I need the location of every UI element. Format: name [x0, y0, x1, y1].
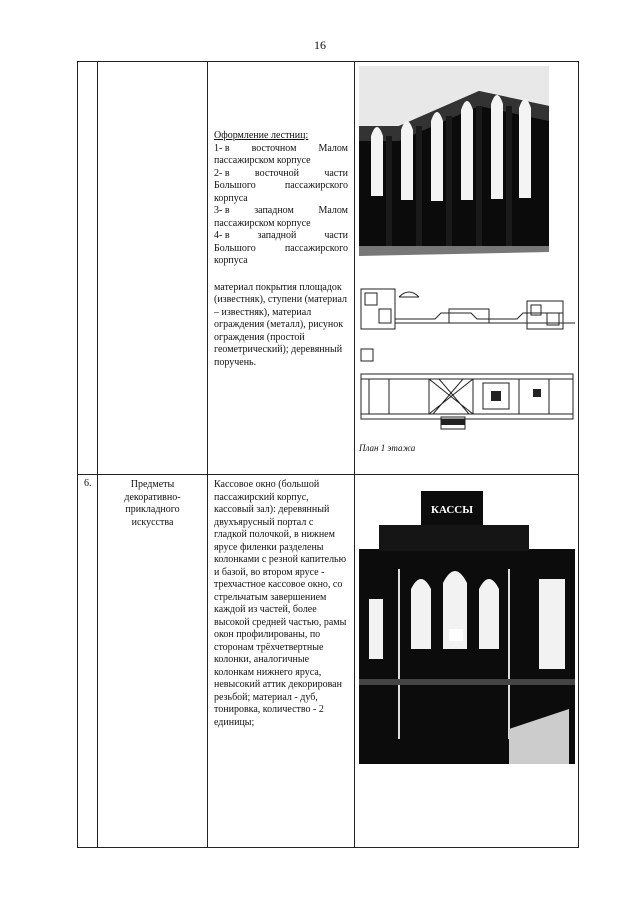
- stair-line-word: Малом: [318, 142, 348, 154]
- row-number: 6.: [77, 474, 98, 848]
- plan-caption: План 1 этажа: [359, 443, 416, 453]
- stair-line-word: пассажирском корпусе: [214, 155, 311, 166]
- stair-line: пассажирском корпусе: [214, 155, 348, 168]
- stair-line: корпуса: [214, 193, 348, 206]
- image-cell: КАССЫ: [354, 474, 579, 848]
- staircase-photo: [359, 66, 549, 271]
- stair-line-word: части: [324, 167, 348, 179]
- ticket-window-photo: КАССЫ: [359, 479, 575, 764]
- stair-line: пассажирском корпусе: [214, 218, 348, 231]
- floor-plan-drawing: [360, 288, 575, 430]
- stair-line-word: 3- в: [214, 205, 230, 216]
- object-description: Кассовое окно (большой пассажирский корп…: [207, 474, 355, 848]
- image-cell: План 1 этажа: [354, 61, 579, 475]
- stair-line-word: восточной: [254, 167, 299, 179]
- stair-line-word: корпуса: [214, 255, 248, 266]
- stair-line-word: 4- в: [214, 230, 230, 241]
- stair-line: корпуса: [214, 255, 348, 268]
- stair-line: 2- в восточной части: [214, 168, 348, 181]
- materials-text: материал покрытия площадок (известняк), …: [214, 281, 348, 368]
- row-category: [97, 61, 208, 475]
- table-row: 6. Предметы декоративно-прикладного иску…: [77, 474, 579, 848]
- stair-line: 3- в западном Малом: [214, 205, 348, 218]
- page-number: 16: [314, 38, 326, 52]
- stair-line-word: корпуса: [214, 192, 248, 204]
- stair-title: Оформление лестниц:: [214, 130, 309, 141]
- stair-line: Большого пассажирского: [214, 180, 348, 193]
- stair-line-word: западной: [257, 230, 297, 241]
- stair-line-word: Большого: [214, 180, 256, 191]
- stair-line-word: Малом: [318, 205, 348, 216]
- stair-line-word: пассажирского: [284, 242, 348, 254]
- stair-line: 1- в восточном Малом: [214, 143, 348, 156]
- stair-line-word: западном: [254, 205, 294, 216]
- stair-line-word: пассажирского: [284, 180, 348, 191]
- stair-line-word: 1- в: [214, 142, 230, 154]
- stair-line-word: восточном: [251, 142, 297, 154]
- stair-line-word: части: [324, 230, 348, 241]
- stair-line: Большого пассажирского: [214, 243, 348, 256]
- stair-line-word: пассажирском корпусе: [214, 217, 311, 229]
- ticket-sign: КАССЫ: [431, 504, 473, 516]
- row-category: Предметы декоративно-прикладного искусст…: [97, 474, 208, 848]
- stair-line: 4- в западной части: [214, 230, 348, 243]
- stair-line-word: 2- в: [214, 167, 230, 179]
- row-number: [77, 61, 98, 475]
- stair-line-word: Большого: [214, 242, 256, 254]
